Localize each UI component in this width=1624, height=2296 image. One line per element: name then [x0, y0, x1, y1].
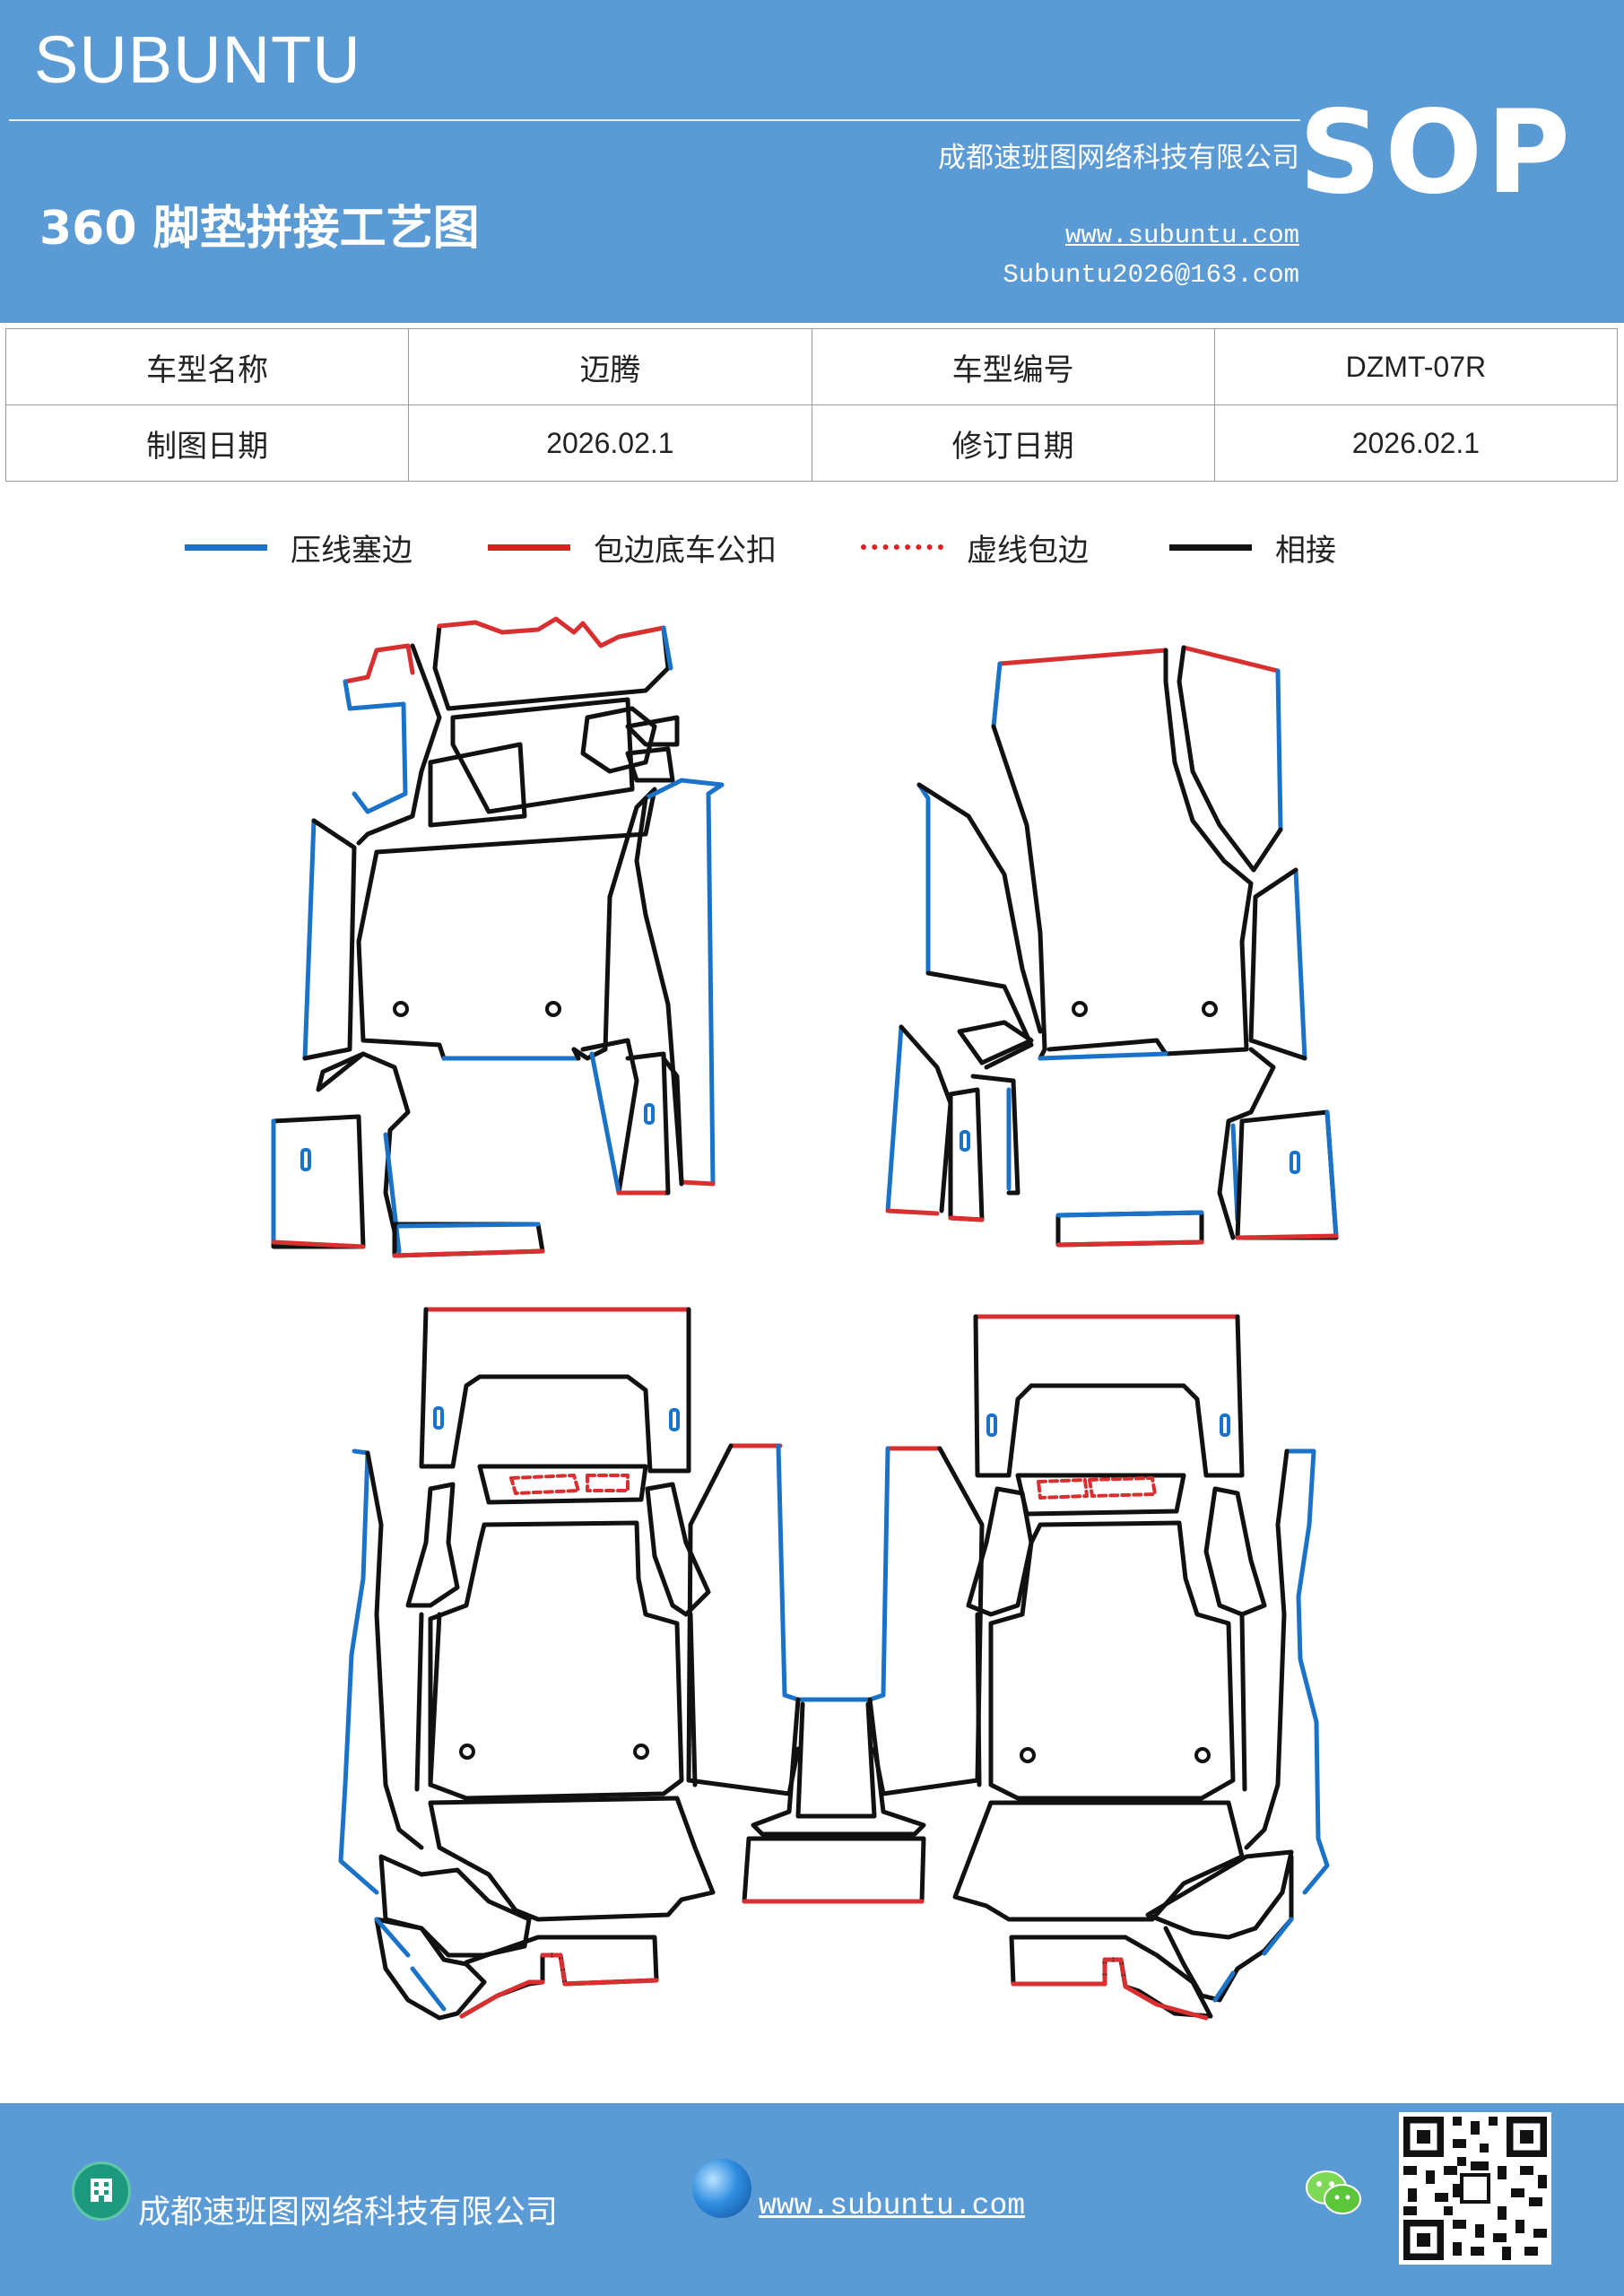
model-code-label: 车型编号 [811, 328, 1215, 405]
header-email: Subuntu2026@163.com [1003, 260, 1299, 290]
building-icon [72, 2161, 131, 2221]
front-right-mat-group [885, 645, 1339, 1248]
qr-code-icon[interactable] [1399, 2112, 1551, 2265]
rear-left-mat-group [338, 1307, 716, 2021]
model-name-value: 迈腾 [408, 328, 812, 405]
globe-icon [692, 2159, 751, 2218]
header-website-link[interactable]: www.subuntu.com [1064, 221, 1299, 250]
draw-date-label: 制图日期 [4, 404, 410, 482]
legend-swatch-blue [185, 544, 267, 551]
legend-swatch-dashed [861, 544, 943, 550]
legend-swatch-black [1169, 544, 1252, 551]
legend-label: 包边底车公扣 [594, 532, 777, 569]
wechat-icon[interactable] [1302, 2166, 1365, 2220]
rear-right-mat-group [952, 1314, 1330, 2021]
table-row: 制图日期 2026.02.1 修订日期 2026.02.1 [4, 404, 1619, 482]
header-divider [9, 119, 1300, 121]
legend-item-black: 相接 [1169, 525, 1336, 570]
table-row: 车型名称 迈腾 车型编号 DZMT-07R [4, 328, 1619, 405]
revise-date-value: 2026.02.1 [1213, 404, 1619, 482]
model-info-table: 车型名称 迈腾 车型编号 DZMT-07R 制图日期 2026.02.1 修订日… [4, 328, 1619, 482]
front-left-mat-group [271, 616, 725, 1258]
header-banner: SUBUNTU 成都速班图网络科技有限公司 360 脚垫拼接工艺图 www.su… [0, 0, 1624, 323]
draw-date-value: 2026.02.1 [408, 404, 812, 482]
brand-logo-text: SUBUNTU [34, 22, 361, 97]
floor-mat-diagram [271, 616, 1339, 2021]
legend-label: 虚线包边 [967, 532, 1089, 569]
model-name-label: 车型名称 [4, 328, 410, 405]
sop-badge: SOP [1298, 86, 1574, 220]
legend-item-red: 包边底车公扣 [488, 525, 777, 570]
footer-banner: 成都速班图网络科技有限公司 www.subuntu.com [0, 2103, 1624, 2296]
header-company-name: 成都速班图网络科技有限公司 [938, 142, 1299, 174]
legend-label: 压线塞边 [291, 532, 413, 569]
revise-date-label: 修订日期 [811, 404, 1215, 482]
legend-label: 相接 [1275, 532, 1336, 569]
footer-website-link[interactable]: www.subuntu.com [759, 2189, 1026, 2222]
legend-item-blue: 压线塞边 [185, 525, 413, 570]
document-title: 360 脚垫拼接工艺图 [39, 202, 480, 256]
legend-swatch-red [488, 544, 570, 551]
center-tunnel-group [686, 1443, 985, 1904]
legend-item-dashed: 虚线包边 [861, 525, 1089, 570]
edge-legend: 压线塞边 包边底车公扣 虚线包边 相接 [0, 525, 1624, 570]
model-code-value: DZMT-07R [1213, 328, 1619, 405]
footer-company-name: 成都速班图网络科技有限公司 [138, 2194, 559, 2231]
